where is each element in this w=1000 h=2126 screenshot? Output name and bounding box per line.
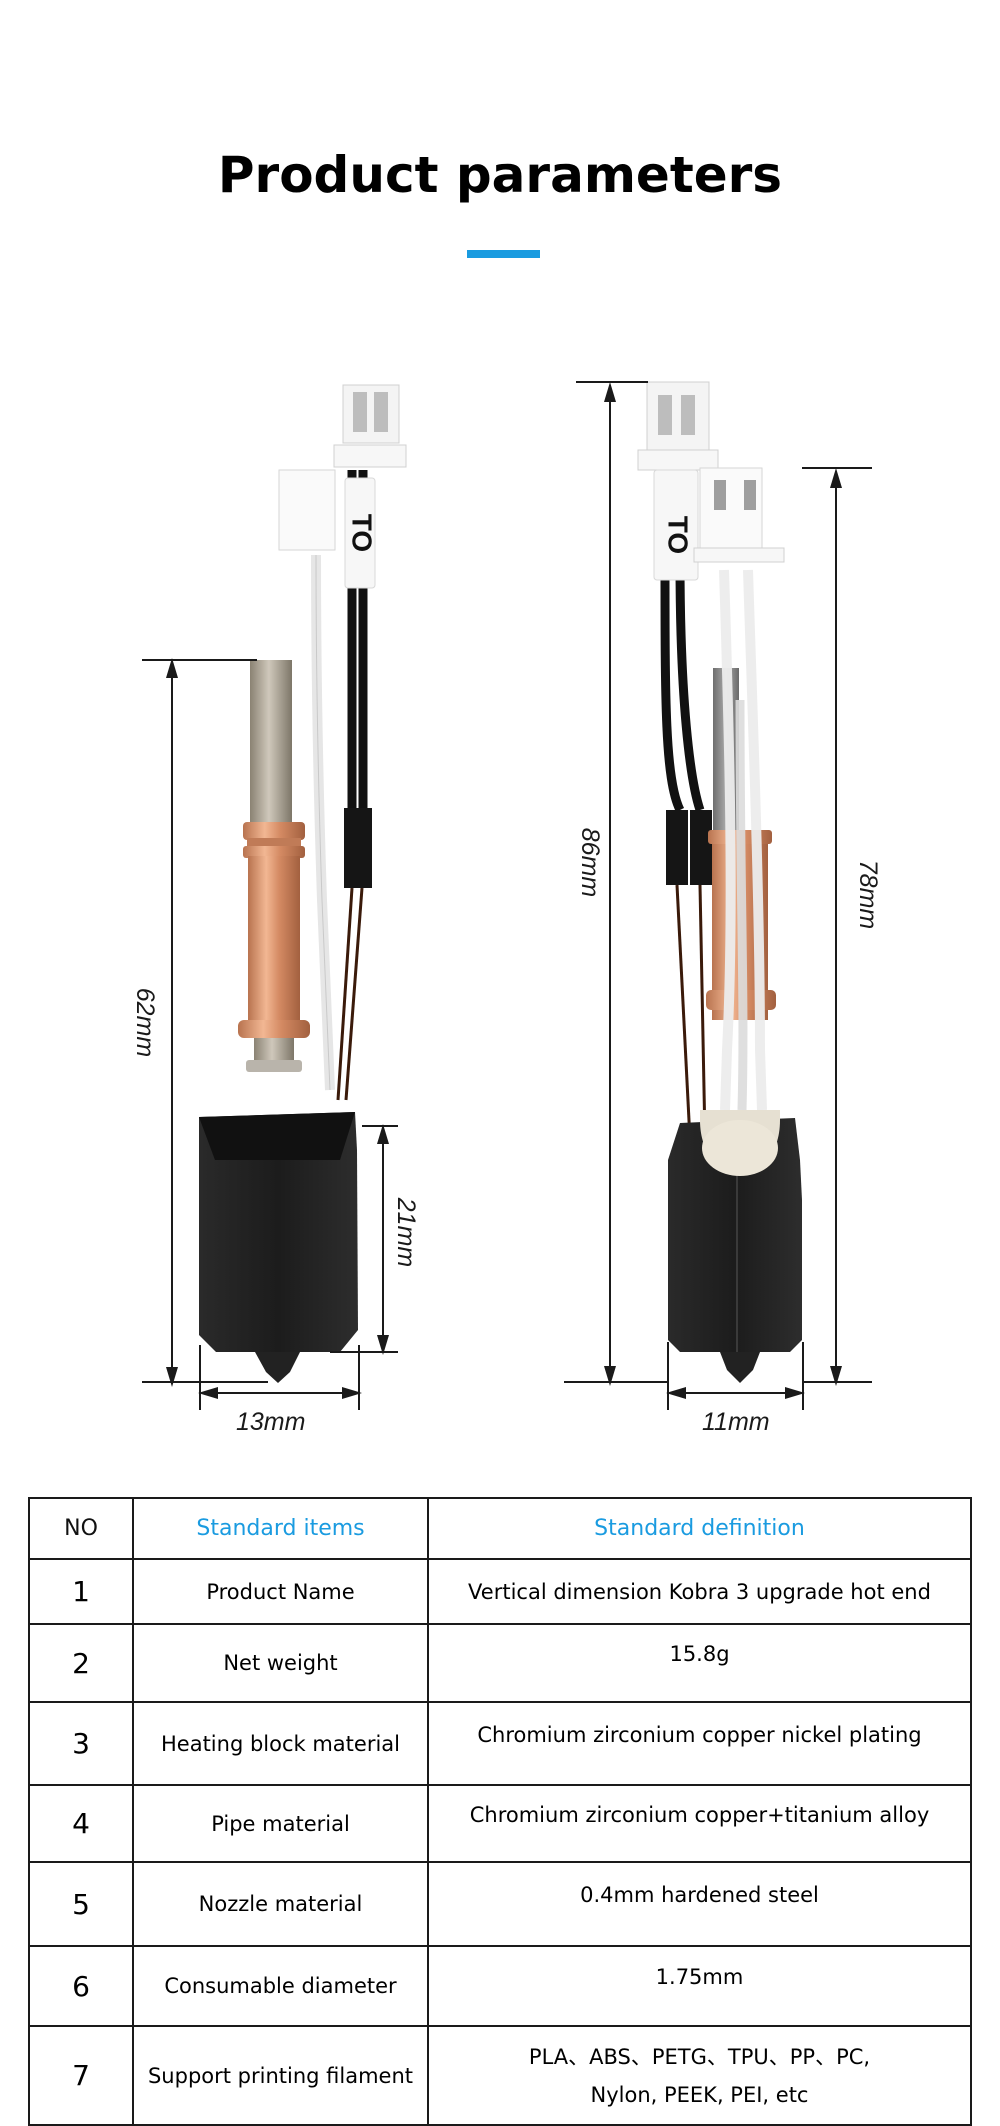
table-row: 1 Product Name Vertical dimension Kobra …: [28, 1558, 972, 1625]
table-header-row: NO Standard items Standard definition: [28, 1497, 972, 1560]
row-definition-line-1: PLA、ABS、PETG、TPU、PP、PC,: [528, 2044, 871, 2069]
left-overall-height-label: 62mm: [131, 987, 160, 1058]
product-figure: TO: [131, 381, 883, 1436]
svg-text:TO: TO: [347, 514, 378, 552]
row-definition: 15.8g: [427, 1623, 972, 1703]
left-hotend-illustration: TO: [199, 384, 407, 1383]
row-number: 5: [28, 1861, 134, 1947]
right-body-height-label: 78mm: [854, 859, 883, 930]
row-definition: Chromium zirconium copper+titanium alloy: [427, 1784, 972, 1863]
row-item: Consumable diameter: [132, 1945, 429, 2027]
right-overall-height-label: 86mm: [576, 827, 605, 898]
left-dimension-lines: [142, 658, 398, 1410]
row-definition: Chromium zirconium copper nickel plating: [427, 1701, 972, 1786]
svg-text:TO: TO: [663, 516, 694, 554]
table-row: 3 Heating block material Chromium zircon…: [28, 1701, 972, 1786]
table-row: 2 Net weight 15.8g: [28, 1623, 972, 1703]
row-item: Support printing filament: [132, 2025, 429, 2126]
row-item: Product Name: [132, 1558, 429, 1625]
row-number: 2: [28, 1623, 134, 1703]
row-number: 7: [28, 2025, 134, 2126]
row-definition-line-2: Nylon, PEEK, PEI, etc: [590, 2082, 809, 2107]
table-row: 5 Nozzle material 0.4mm hardened steel: [28, 1861, 972, 1947]
row-item: Heating block material: [132, 1701, 429, 1786]
left-block-height-label: 21mm: [392, 1197, 421, 1268]
row-definition: 1.75mm: [427, 1945, 972, 2027]
row-number: 1: [28, 1558, 134, 1625]
right-dimension-lines: [564, 381, 872, 1410]
table-row: 4 Pipe material Chromium zirconium coppe…: [28, 1784, 972, 1863]
right-hotend-illustration: TO: [637, 381, 802, 1383]
title-underline: [467, 250, 540, 258]
row-definition: 0.4mm hardened steel: [427, 1861, 972, 1947]
row-item: Pipe material: [132, 1784, 429, 1863]
row-definition: PLA、ABS、PETG、TPU、PP、PC, Nylon, PEEK, PEI…: [427, 2025, 972, 2126]
row-number: 3: [28, 1701, 134, 1786]
page-title: Product parameters: [217, 146, 783, 204]
header-standard-items: Standard items: [132, 1497, 429, 1560]
parameters-table: NO Standard items Standard definition 1 …: [28, 1497, 972, 2126]
left-block-width-label: 13mm: [236, 1408, 306, 1436]
row-definition: Vertical dimension Kobra 3 upgrade hot e…: [427, 1558, 972, 1625]
row-item: Net weight: [132, 1623, 429, 1703]
row-number: 6: [28, 1945, 134, 2027]
row-item: Nozzle material: [132, 1861, 429, 1947]
table-row: 6 Consumable diameter 1.75mm: [28, 1945, 972, 2027]
row-number: 4: [28, 1784, 134, 1863]
table-row: 7 Support printing filament PLA、ABS、PETG…: [28, 2025, 972, 2126]
right-block-width-label: 11mm: [702, 1408, 770, 1436]
header-no: NO: [28, 1497, 134, 1560]
header-standard-definition: Standard definition: [427, 1497, 972, 1560]
